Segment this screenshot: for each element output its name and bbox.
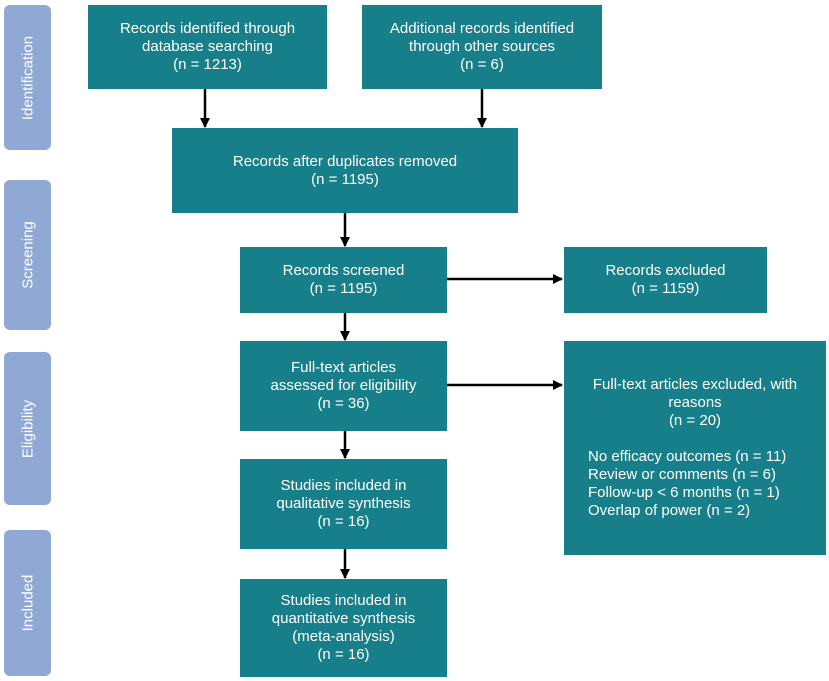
box-quantitative-synthesis: Studies included in quantitative synthes… (240, 579, 447, 677)
box-count: (n = 16) (317, 513, 370, 530)
box-line: Studies included in (280, 477, 407, 494)
box-fulltext-assessed: Full-text articles assessed for eligibil… (240, 341, 447, 431)
box-line: quantitative synthesis (271, 610, 416, 627)
box-line: Records excluded (605, 262, 726, 279)
box-line: database searching (142, 38, 273, 55)
box-database-searching: Records identified through database sear… (88, 5, 327, 89)
box-count: (n = 6) (460, 56, 504, 73)
box-count: (n = 1159) (631, 280, 700, 297)
box-count: (n = 16) (317, 646, 370, 663)
exclusion-reason: No efficacy outcomes (n = 11) (588, 448, 787, 465)
box-line: Full-text articles excluded, with (592, 376, 798, 393)
box-line: through other sources (409, 38, 555, 55)
box-line: Full-text articles (290, 359, 397, 376)
box-count: (n = 36) (317, 395, 370, 412)
box-records-excluded: Records excluded (n = 1159) (564, 247, 767, 313)
box-line: Studies included in (280, 592, 407, 609)
box-line: qualitative synthesis (276, 495, 411, 512)
box-line: Additional records identified (389, 20, 575, 37)
exclusion-reason: Review or comments (n = 6) (588, 466, 776, 483)
box-count: (n = 1195) (311, 170, 379, 188)
spacer (568, 430, 822, 448)
box-count: (n = 1213) (173, 56, 242, 73)
box-count: (n = 1195) (309, 280, 378, 297)
exclusion-reason: Follow-up < 6 months (n = 1) (588, 484, 780, 501)
box-line: Records after duplicates removed (232, 152, 458, 170)
box-line: Records identified through (119, 20, 296, 37)
box-records-screened: Records screened (n = 1195) (240, 247, 447, 313)
box-line: Records screened (282, 262, 405, 279)
box-count: (n = 20) (668, 412, 722, 429)
box-after-duplicates: Records after duplicates removed (n = 11… (172, 128, 518, 213)
phase-eligibility: Eligibility (4, 352, 51, 505)
phase-included: Included (4, 530, 51, 676)
box-line: reasons (668, 394, 722, 411)
box-qualitative-synthesis: Studies included in qualitative synthesi… (240, 459, 447, 549)
phase-screening: Screening (4, 180, 51, 330)
box-line: assessed for eligibility (270, 377, 417, 394)
phase-identification: Identification (4, 5, 51, 150)
box-fulltext-excluded: Full-text articles excluded, with reason… (564, 341, 826, 555)
box-line: (meta-analysis) (292, 628, 395, 645)
exclusion-reason: Overlap of power (n = 2) (588, 502, 751, 519)
box-other-sources: Additional records identified through ot… (362, 5, 602, 89)
